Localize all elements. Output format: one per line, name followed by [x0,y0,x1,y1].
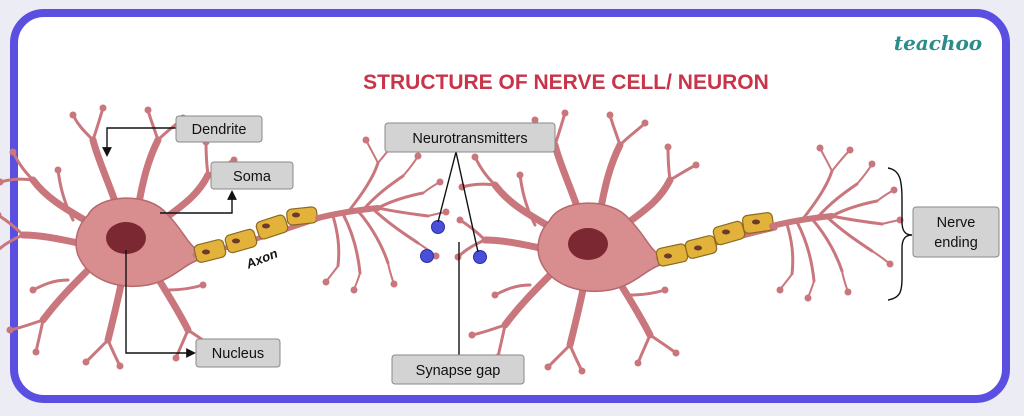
neuron-right [455,110,904,375]
leader-lines [102,127,913,358]
svg-text:Dendrite: Dendrite [192,122,247,138]
svg-text:Nucleus: Nucleus [212,346,264,362]
neuron-left-axon-terminal [318,137,450,294]
diagram-title: STRUCTURE OF NERVE CELL/ NEURON [363,71,769,94]
neuron-right-nucleus [568,228,608,260]
vesicle [431,220,445,234]
label-dendrite: Dendrite [175,115,263,143]
label-nucleus: Nucleus [195,338,281,368]
label-nerve-ending: Nerve ending [912,206,1000,258]
teachoo-logo: teachoo [894,31,982,55]
label-soma: Soma [210,161,294,190]
vesicle [420,249,434,263]
svg-text:ending: ending [934,235,978,251]
svg-text:Soma: Soma [233,169,272,185]
label-neurotransmitters: Neurotransmitters [384,122,556,153]
label-synapse-gap: Synapse gap [391,354,525,385]
label-axon: Axon [243,245,280,271]
svg-text:Neurotransmitters: Neurotransmitters [412,131,527,147]
neuron-right-axon-terminal [772,145,904,302]
vesicle [473,250,487,264]
neuron-left [0,105,450,370]
svg-text:Synapse gap: Synapse gap [416,363,501,379]
svg-text:Nerve: Nerve [937,215,976,231]
neuron-right-myelin [655,212,775,267]
neurotransmitter-vesicles [420,220,487,264]
neuron-left-myelin [193,206,318,263]
neuron-left-nucleus [106,222,146,254]
